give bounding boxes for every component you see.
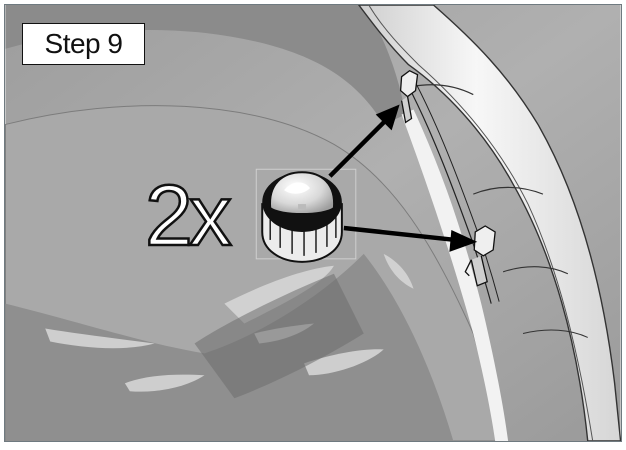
rail-seam-4 [522, 329, 588, 338]
rail-strip-2 [415, 82, 500, 302]
step-label: Step 9 [22, 23, 145, 65]
quantity-label: 2x [144, 168, 233, 264]
arrow-icon-lower [343, 225, 478, 252]
clip-lower [464, 225, 496, 287]
rail-tube [357, 5, 621, 441]
clip-upper [399, 69, 419, 124]
instruction-frame: Step 9 2x [4, 4, 622, 442]
rail-seam-3 [502, 266, 569, 275]
tank-edge-highlight [401, 109, 509, 441]
end-cap-icon [261, 171, 343, 263]
assembly-illustration [5, 5, 621, 441]
tank-rim [5, 5, 406, 125]
rail-seam-2 [473, 186, 544, 195]
rail-inner-line [368, 5, 594, 441]
tank-band [194, 273, 364, 399]
